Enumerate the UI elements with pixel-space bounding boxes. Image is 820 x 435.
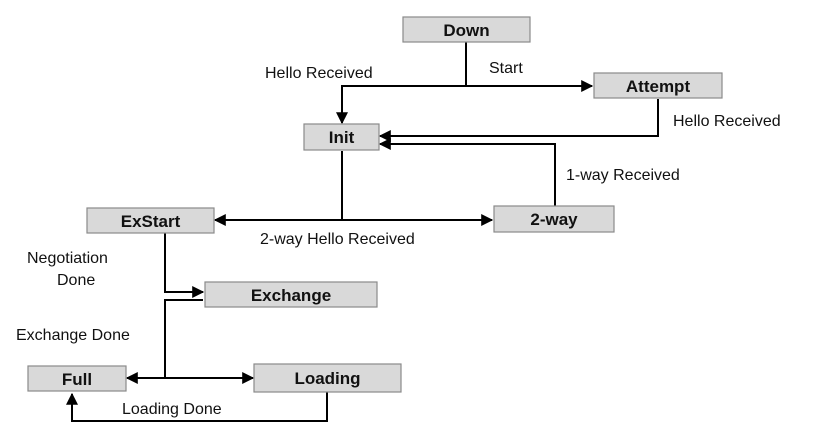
label-start: Start — [489, 60, 523, 77]
state-label-down: Down — [443, 21, 489, 40]
edge-2way-to-init — [378, 138, 556, 206]
label-2-way-hello-received: 2-way Hello Received — [260, 231, 415, 248]
edge-down-to-init — [336, 42, 467, 125]
edge-exstart-to-exchange — [164, 232, 205, 298]
label-loading-done: Loading Done — [122, 401, 222, 418]
state-down: Down — [402, 16, 531, 43]
state-exchange: Exchange — [204, 281, 378, 308]
label-exchange-done: Exchange Done — [16, 327, 130, 344]
state-exstart: ExStart — [86, 207, 215, 234]
edge-loading-to-full — [66, 392, 328, 422]
state-full: Full — [27, 365, 127, 392]
state-label-2-way: 2-way — [530, 210, 578, 229]
edge-attempt-to-init — [378, 99, 659, 142]
label-negotiation-done-line1: Negotiation — [27, 250, 108, 267]
state-label-loading: Loading — [294, 369, 360, 388]
state-attempt: Attempt — [593, 72, 723, 99]
state-label-exstart: ExStart — [121, 212, 181, 231]
label-hello-received-attempt-init: Hello Received — [673, 113, 781, 130]
state-2-way: 2-way — [493, 205, 615, 233]
state-label-full: Full — [62, 370, 92, 389]
state-label-init: Init — [329, 128, 355, 147]
label-1-way-received: 1-way Received — [566, 167, 680, 184]
state-label-exchange: Exchange — [251, 286, 331, 305]
state-loading: Loading — [253, 363, 402, 393]
edge-exchange-down — [164, 299, 203, 378]
label-negotiation-done-line2: Done — [57, 272, 95, 289]
label-hello-received-down-init: Hello Received — [265, 65, 373, 82]
state-label-attempt: Attempt — [626, 77, 691, 96]
state-init: Init — [303, 123, 380, 151]
